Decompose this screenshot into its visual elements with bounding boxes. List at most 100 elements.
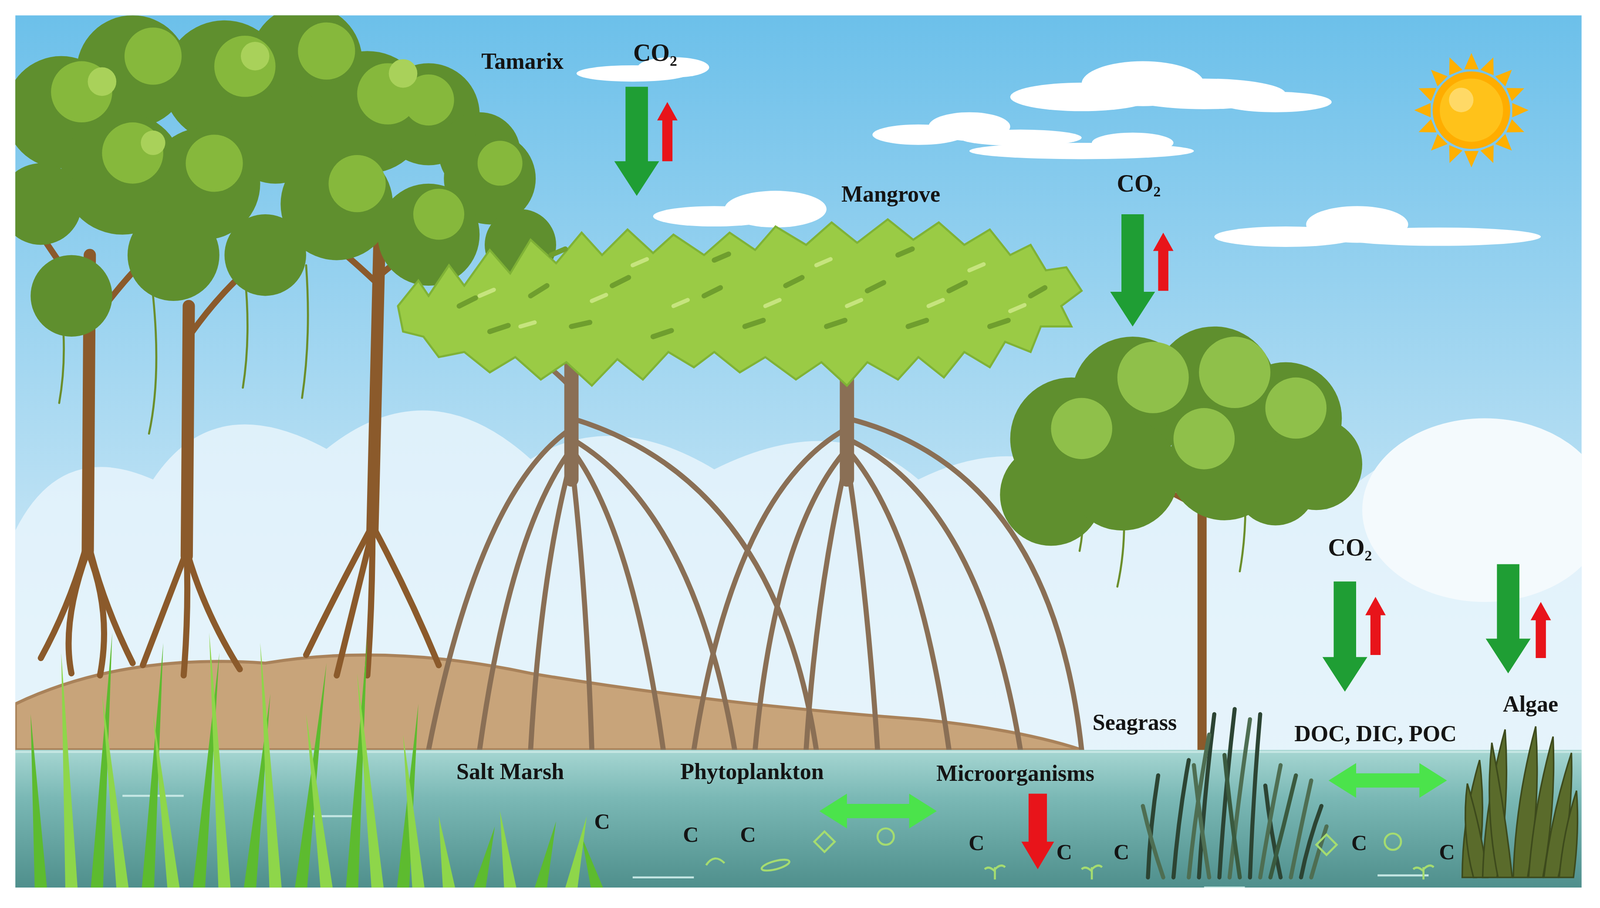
salt-marsh-grass-part-part [534,821,557,888]
mangrove-tree-part-part [571,459,592,750]
tamarix-trees-part-part [388,59,418,88]
plankton-icons-part [1413,865,1434,880]
tamarix-trees-part-part [148,295,157,434]
carbon-symbol: C [1056,840,1073,865]
tamarix-trees-part-part [336,530,373,676]
mangrove-tree-part-part [847,448,949,750]
salt-marsh-grass-part-part [101,693,129,888]
tamarix-trees-part-part [297,22,355,80]
clouds-part [653,205,776,227]
carbon-symbol: C [1351,830,1368,855]
tamarix-trees-part-part [328,155,386,213]
tamarix-trees-part-part [214,35,276,98]
salt-marsh-grass-part-part [61,652,78,888]
tamarix-trees-part-part [87,550,105,676]
sun-part [1415,81,1437,102]
sun-part [1464,151,1479,168]
mangrove-tree-part-part [428,428,572,750]
haze-clouds [15,410,1582,750]
mangrove-tree-part-part [755,448,848,750]
coastal-tree-part-part [1198,336,1271,409]
salt-marsh-grass-part-part [209,632,231,888]
mangrove-tree-part-part [693,428,847,750]
plankton-icons-part [984,865,1006,880]
sun-part [1512,103,1529,118]
coastal-tree-part-part [1050,398,1113,460]
algae-part [1489,742,1513,878]
salt-marsh-grass-part-part [438,816,456,888]
carbon-symbol: C [1113,840,1130,865]
salt-marsh-grass-part-part [152,714,180,888]
sun-part [1480,54,1500,76]
scene-label: Tamarix [481,48,564,74]
scene-label: CO₂ [1328,534,1373,562]
algae-part [1559,790,1578,878]
clouds-part [1336,227,1541,246]
tamarix-trees-part-part [224,214,306,296]
sun-part [1439,78,1503,142]
salt-marsh-grass-part-part [403,734,425,888]
sun-part [1480,145,1500,166]
tamarix-trees-part-part [372,525,439,665]
sun-part [1442,54,1463,76]
co2-release-arrows-part [1365,596,1386,655]
coastal-tree-part [1197,479,1207,750]
mangrove-tree-part [479,259,1025,327]
mangrove-tree-part-part [571,418,817,750]
tamarix-trees-part-part [477,140,523,186]
clouds-part [1091,132,1174,154]
mangrove-tree-part-part [479,448,572,750]
mangrove-tree-part-part [530,459,572,750]
sun-part [1448,87,1474,112]
tamarix-trees-part-part [140,130,166,156]
salt-marsh-grass-part [61,632,588,888]
scene-label: Microorganisms [936,760,1095,786]
coastal-tree-part-part [1265,377,1327,439]
mangrove-tree-part-part [847,438,1021,750]
co2-release-arrows [657,101,1552,870]
mangrove-tree-part [459,249,1045,337]
mangrove-tree [398,219,1082,750]
tamarix-trees-part-part [185,134,243,192]
salt-marsh-grass-part-part [581,836,604,888]
clouds-part [1219,91,1332,113]
sun-part [1442,145,1463,166]
tamarix-trees-part-part [243,275,248,389]
salt-marsh-grass-part-part [30,714,47,888]
scene-label: CO₂ [633,39,678,67]
co2-release-arrows-part [1153,232,1174,291]
plankton-icons-part [1081,865,1103,880]
carbon-symbol: C [594,809,610,834]
sun-part [1506,81,1527,102]
salt-marsh-grass-part-part [473,826,495,888]
tamarix-trees-part-part [68,550,88,674]
sun-part [1464,53,1479,70]
carbon-symbol: C [682,822,699,847]
sun [1414,53,1529,168]
co2-uptake-arrows-part [614,86,660,196]
scene-label: Mangrove [841,181,941,207]
mangrove-tree-part-part [571,448,664,750]
exchange-arrows [819,762,1448,829]
coastal-tree-part [1050,336,1327,470]
co2-uptake-arrows-part [1110,214,1155,327]
clouds [576,57,1541,247]
scene-frame [15,15,1582,888]
tamarix-trees-part-part [302,265,309,399]
tamarix-trees-part-part [240,41,270,71]
seagrass-part [1224,755,1297,878]
scene-label: Seagrass [1092,709,1178,735]
plankton-icons-part [705,858,725,865]
sun-part [1415,119,1437,139]
tamarix-trees-part-part [87,540,133,664]
scene-label: DOC, DIC, POC [1294,721,1457,746]
scene-label: Algae [1502,691,1559,717]
algae [1462,726,1578,878]
co2-uptake-arrows [614,86,1531,692]
coastal-tree [999,326,1363,750]
sun-part [1414,103,1431,118]
tamarix-trees-part-part [15,163,82,245]
plankton-icons-part [1384,833,1401,850]
mangrove-tree-part-part [847,459,878,750]
scene-label: Salt Marsh [456,759,564,784]
